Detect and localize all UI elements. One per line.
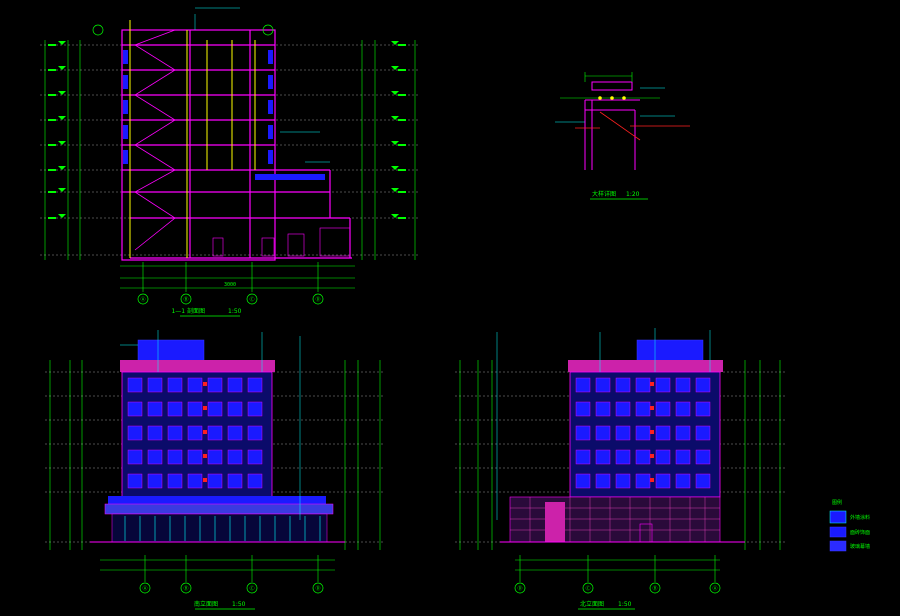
section-windows xyxy=(123,50,325,180)
detail-title: 大样详图 xyxy=(592,190,616,198)
section-doors xyxy=(212,227,351,257)
elev-left-scale: 1:50 xyxy=(232,601,246,608)
legend-title: 图例 xyxy=(832,499,842,506)
elevation-left: Ⓐ Ⓑ Ⓒ Ⓓ 南立面图 1:50 xyxy=(45,330,385,610)
elev-left-axis-c: Ⓒ xyxy=(249,585,254,592)
elev-left-title: 南立面图 xyxy=(194,600,218,608)
legend-item-2: 面砖饰面 xyxy=(850,529,870,536)
detail-drawing: 大样详图 1:20 xyxy=(555,72,690,200)
elev-left-axis-b: Ⓑ xyxy=(183,585,188,592)
section-axis-label-c: Ⓒ xyxy=(249,296,254,303)
section-columns xyxy=(129,20,256,258)
legend-item-1: 外墙涂料 xyxy=(850,514,870,521)
elev-left-axis-d: Ⓓ xyxy=(315,585,320,592)
section-right-dims xyxy=(361,40,416,260)
elevation-right: Ⓓ Ⓒ Ⓑ Ⓐ 北立面图 1:50 xyxy=(455,328,785,610)
section-overall-dim: 3000 xyxy=(224,282,236,288)
section-scale: 1:50 xyxy=(228,308,242,315)
elev-right-axis-c: Ⓑ xyxy=(652,585,657,592)
section-left-dims xyxy=(44,40,81,260)
elev-right-scale: 1:50 xyxy=(618,601,632,608)
elev-right-axis-b: Ⓒ xyxy=(585,585,590,592)
section-structure xyxy=(121,29,352,261)
section-axis-bubbles xyxy=(92,24,324,305)
elev-right-title: 北立面图 xyxy=(580,600,604,608)
detail-scale: 1:20 xyxy=(626,191,640,198)
section-axis-label-a: Ⓐ xyxy=(140,296,145,303)
section-level-markers xyxy=(58,41,399,218)
elev-left-axis-a: Ⓐ xyxy=(142,585,147,592)
section-drawing: Ⓐ Ⓑ Ⓒ Ⓓ 3000 1—1 剖面图 1:50 xyxy=(40,7,420,317)
legend: 图例 外墙涂料 面砖饰面 玻璃幕墙 xyxy=(829,499,870,552)
elev-right-axis-d: Ⓐ xyxy=(712,585,717,592)
section-title: 1—1 剖面图 xyxy=(171,307,205,315)
section-stairs xyxy=(134,29,176,251)
legend-item-3: 玻璃幕墙 xyxy=(850,543,870,550)
elev-right-axis-a: Ⓓ xyxy=(517,585,522,592)
section-axis-label-b: Ⓑ xyxy=(183,296,188,303)
section-axis-label-d: Ⓓ xyxy=(315,296,320,303)
section-bottom-dims xyxy=(120,262,355,292)
